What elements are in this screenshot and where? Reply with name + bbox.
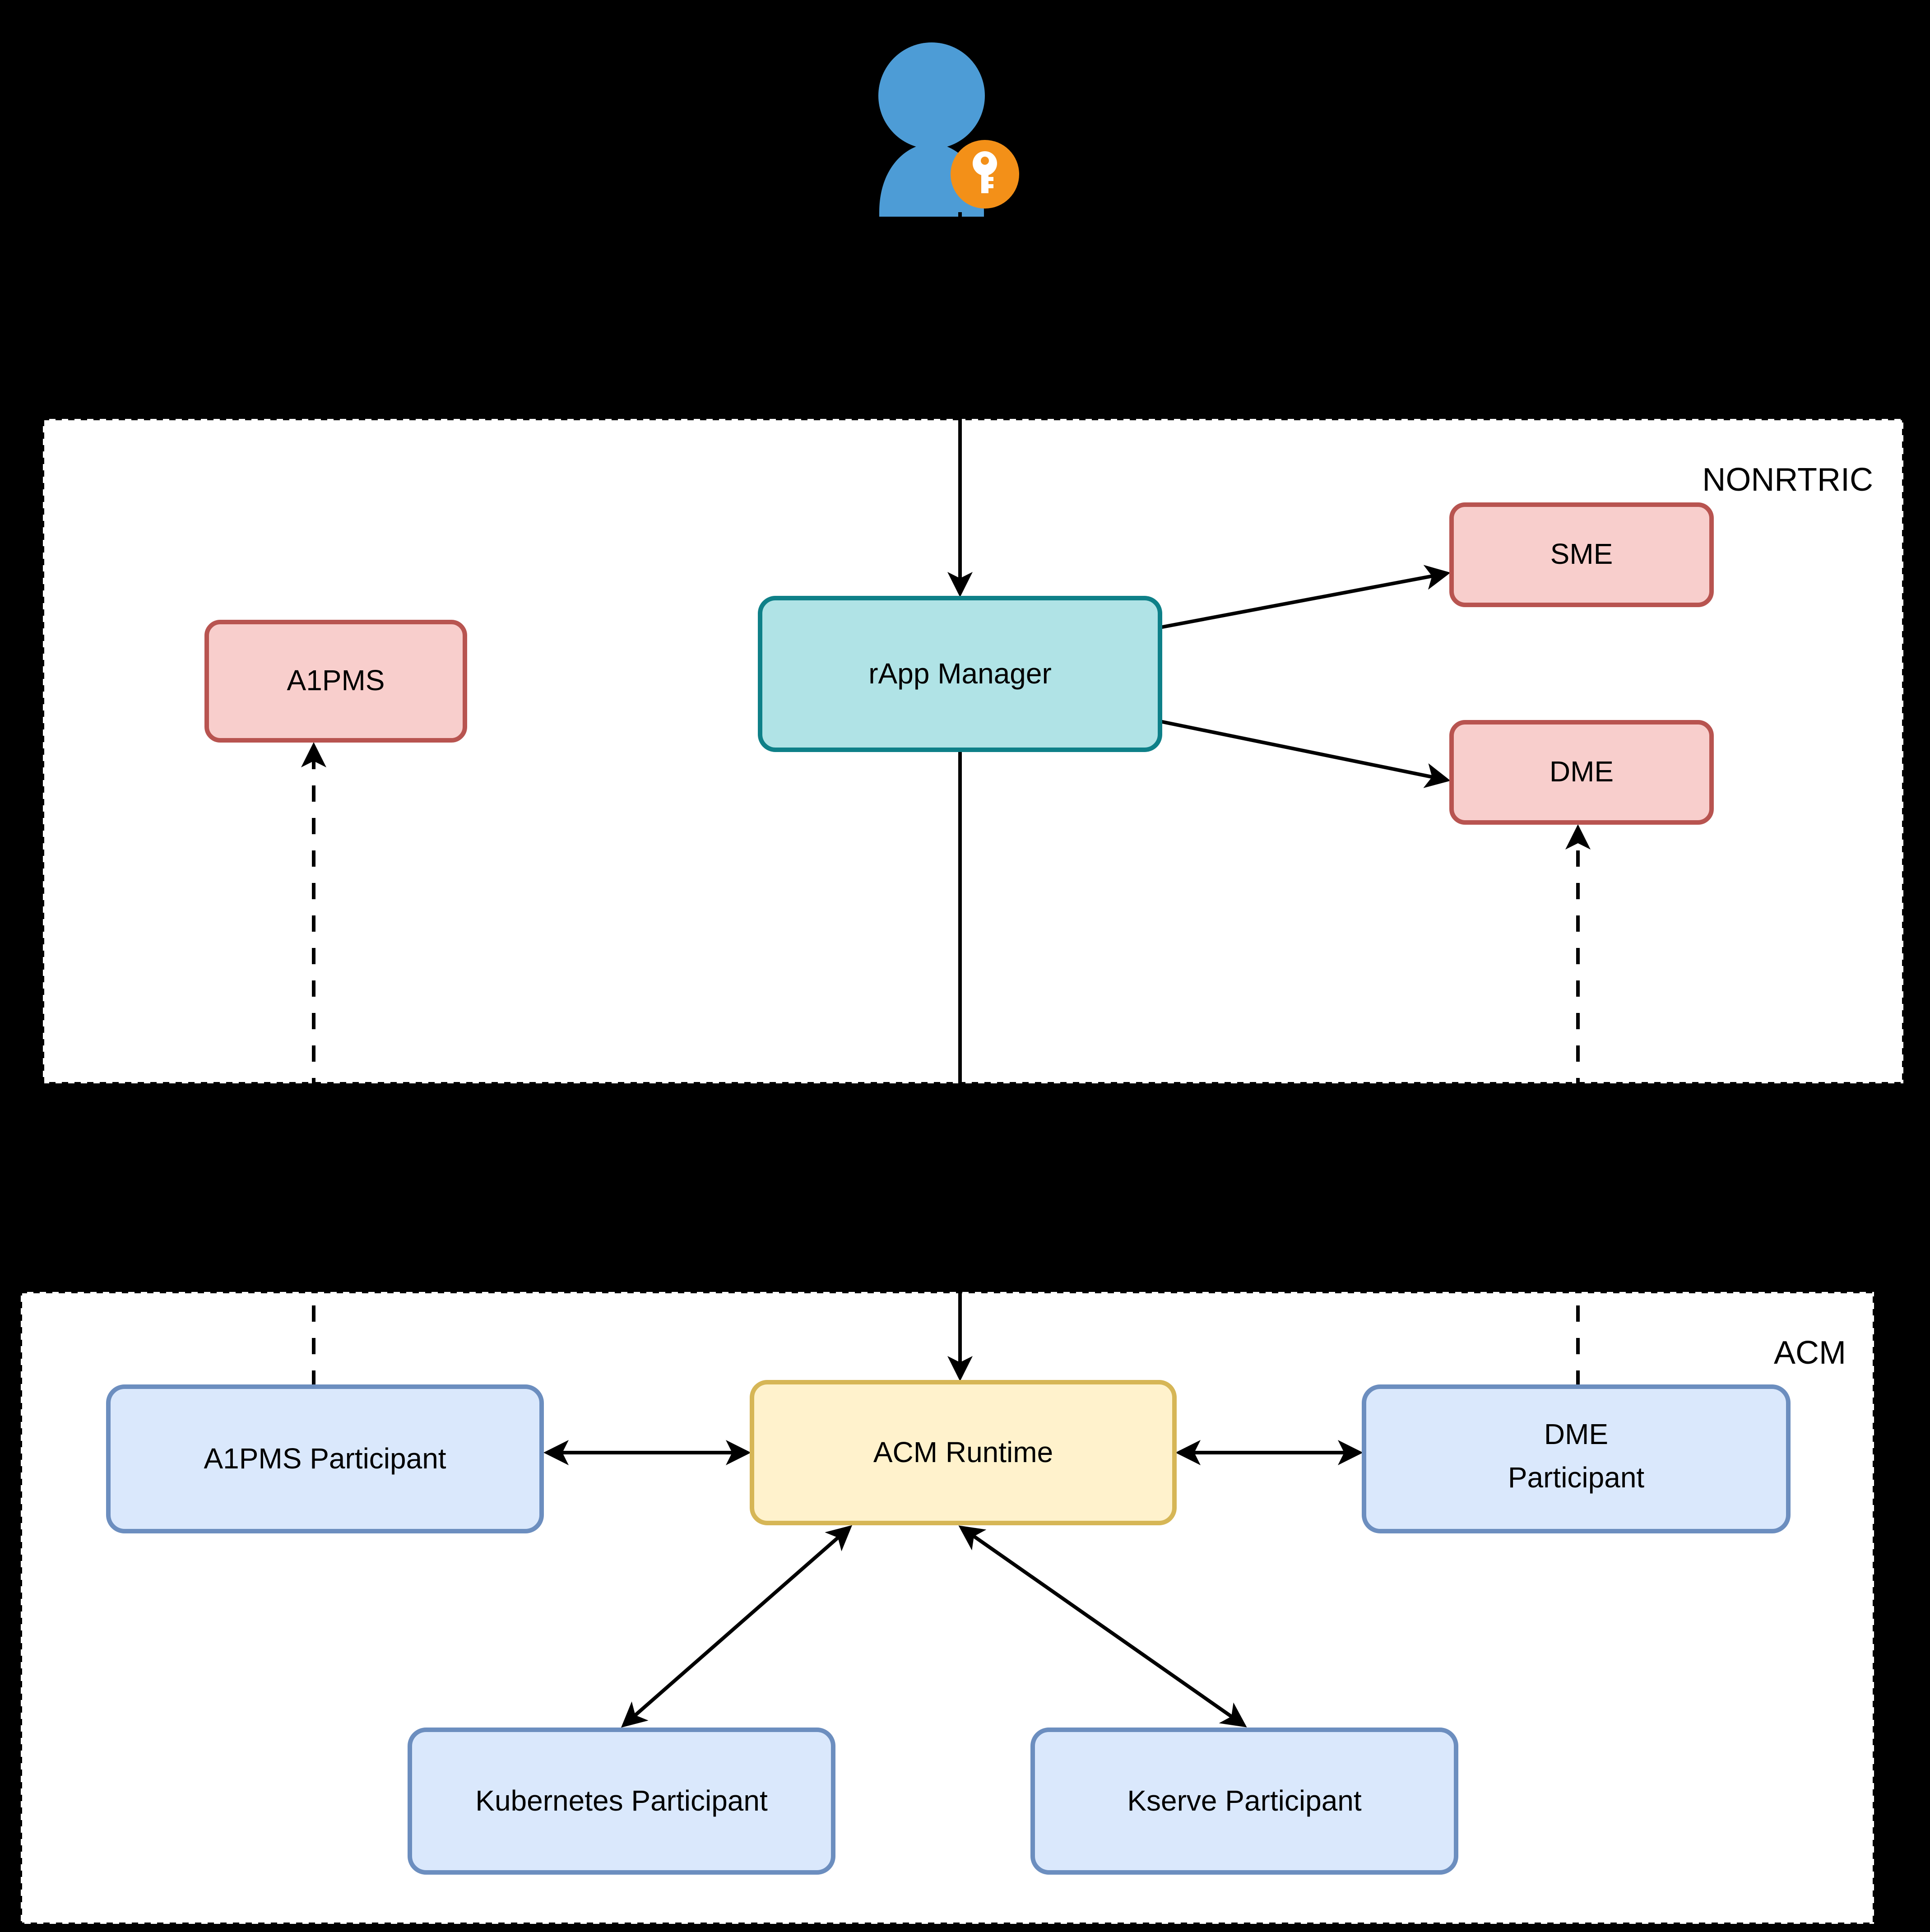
node-dme[interactable]: DME <box>1449 720 1714 825</box>
node-label-rapp-manager: rApp Manager <box>868 657 1052 690</box>
edge-acm-runtime-kubernetes-participant <box>621 1525 853 1728</box>
node-label-dme-participant-line1: DME <box>1544 1418 1608 1450</box>
edge-rapp-manager-to-sme <box>1160 565 1451 629</box>
edge-acm-runtime-kserve-participant <box>958 1525 1247 1728</box>
user-key-icon <box>878 42 1019 217</box>
key-icon <box>973 151 997 193</box>
node-label-dme: DME <box>1550 755 1614 788</box>
node-label-dme-participant-line2: Participant <box>1508 1461 1645 1494</box>
node-label-kubernetes-participant: Kubernetes Participant <box>475 1784 768 1817</box>
edge-rapp-manager-to-dme <box>1160 720 1451 788</box>
node-kubernetes-participant[interactable]: Kubernetes Participant <box>408 1728 835 1875</box>
node-a1pms[interactable]: A1PMS <box>204 620 467 743</box>
node-sme[interactable]: SME <box>1449 502 1714 607</box>
node-label-acm-runtime: ACM Runtime <box>873 1436 1053 1468</box>
node-label-a1pms: A1PMS <box>287 664 385 697</box>
group-label-nonrtric: NONRTRIC <box>1702 462 1873 498</box>
group-label-acm: ACM <box>1774 1335 1846 1371</box>
node-kserve-participant[interactable]: Kserve Participant <box>1030 1728 1458 1875</box>
node-dme-participant[interactable]: DME Participant <box>1362 1384 1791 1533</box>
node-a1pms-participant[interactable]: A1PMS Participant <box>106 1384 544 1533</box>
node-label-sme: SME <box>1550 538 1613 570</box>
node-acm-runtime[interactable]: ACM Runtime <box>750 1380 1177 1525</box>
node-rapp-manager[interactable]: rApp Manager <box>758 596 1162 752</box>
node-label-a1pms-participant: A1PMS Participant <box>204 1442 446 1475</box>
node-label-kserve-participant: Kserve Participant <box>1127 1784 1362 1817</box>
